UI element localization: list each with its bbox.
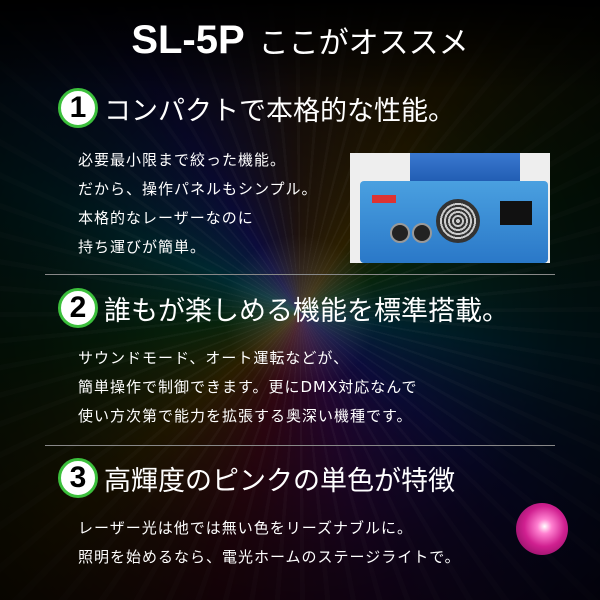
body-line: だから、操作パネルもシンプル。 (78, 180, 318, 198)
body-line: 必要最小限まで絞った機能。 (78, 151, 287, 169)
divider (45, 274, 555, 275)
top-fade (0, 0, 600, 90)
body-line: レーザー光は他では無い色をリーズナブルに。 (78, 519, 413, 537)
body-line: サウンドモード、オート運転などが、 (78, 349, 350, 367)
section-2-body: サウンドモード、オート運転などが、 簡単操作で制御できます。更にDMX対応なんで… (78, 344, 418, 431)
page-title: SL-5P ここがオススメ (0, 18, 600, 63)
body-line: 本格的なレーザーなのに (78, 209, 254, 227)
body-line: 使い方次第で能力を拡張する奥深い機種です。 (78, 407, 413, 425)
divider (45, 445, 555, 446)
title-subtitle: ここがオススメ (258, 26, 469, 61)
body-line: 照明を始めるなら、電光ホームのステージライトで。 (78, 548, 461, 566)
number-badge: 3 (58, 458, 98, 498)
heading-text: コンパクトで本格的な性能。 (104, 95, 455, 127)
model-name: SL-5P (131, 18, 245, 62)
number-badge: 2 (58, 288, 98, 328)
number-badge: 1 (58, 88, 98, 128)
body-line: 持ち運びが簡単。 (78, 238, 207, 256)
section-3-body: レーザー光は他では無い色をリーズナブルに。 照明を始めるなら、電光ホームのステー… (78, 514, 461, 572)
product-rear-panel-photo (350, 153, 550, 263)
pink-light-ball-icon (516, 503, 568, 555)
heading-text: 高輝度のピンクの単色が特徴 (104, 465, 455, 497)
body-line: 簡単操作で制御できます。更にDMX対応なんで (78, 378, 418, 396)
section-1-body: 必要最小限まで絞った機能。 だから、操作パネルもシンプル。 本格的なレーザーなの… (78, 146, 318, 262)
heading-text: 誰もが楽しめる機能を標準搭載。 (104, 295, 509, 327)
